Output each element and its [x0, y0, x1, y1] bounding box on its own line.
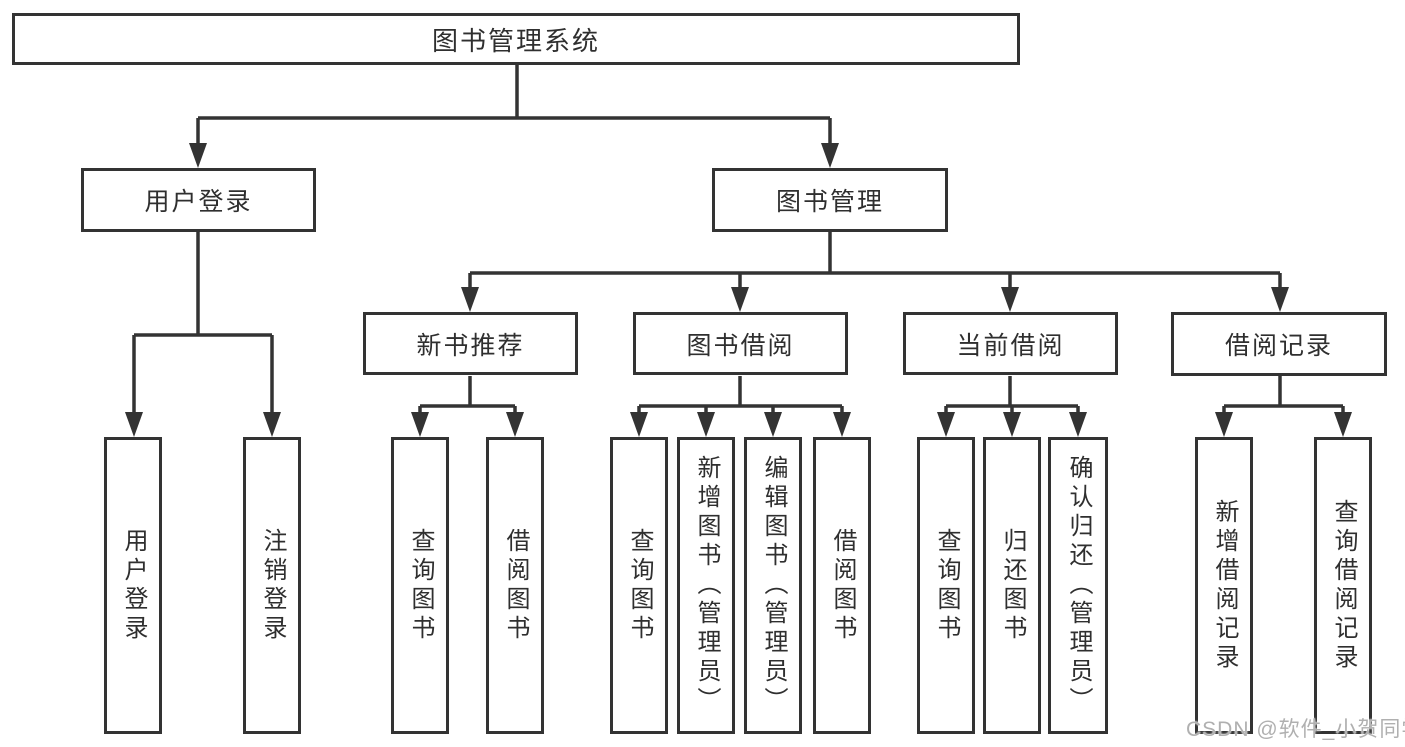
leaf-label: 编辑图书（管理员）	[760, 455, 787, 716]
leaf-edit-books-admin: 编辑图书（管理员）	[744, 437, 802, 734]
leaf-label: 确认归还（管理员）	[1065, 455, 1092, 716]
node-label: 图书借阅	[686, 331, 795, 360]
leaf-label: 查询借阅记录	[1330, 498, 1357, 673]
node-new-book-recommend: 新书推荐	[363, 312, 578, 375]
csdn-watermark: CSDN @软件_小贺同学	[1186, 718, 1405, 741]
leaf-label: 注销登录	[259, 527, 286, 644]
leaf-label: 用户登录	[120, 527, 147, 644]
node-label: 图书管理	[775, 188, 884, 216]
leaf-query-borrow-record: 查询借阅记录	[1314, 437, 1372, 734]
leaf-query-books: 查询图书	[391, 437, 449, 734]
node-borrowing-records: 借阅记录	[1171, 312, 1387, 376]
node-label: 借阅记录	[1224, 332, 1333, 360]
leaf-add-books-admin: 新增图书（管理员）	[677, 437, 735, 734]
leaf-label: 归还图书	[999, 527, 1026, 644]
leaf-query-books: 查询图书	[917, 437, 975, 734]
leaf-label: 查询图书	[933, 527, 960, 644]
leaf-label: 查询图书	[407, 527, 434, 644]
node-label: 当前借阅	[956, 331, 1065, 360]
leaf-confirm-return-admin: 确认归还（管理员）	[1048, 437, 1108, 734]
leaf-borrow-books: 借阅图书	[813, 437, 871, 734]
node-user-login-branch: 用户登录	[81, 168, 316, 232]
leaf-label: 新增图书（管理员）	[693, 455, 720, 716]
leaf-return-books: 归还图书	[983, 437, 1041, 734]
leaf-label: 借阅图书	[829, 527, 856, 644]
leaf-user-login: 用户登录	[104, 437, 162, 734]
node-library-management-system: 图书管理系统	[12, 13, 1020, 65]
leaf-query-books: 查询图书	[610, 437, 668, 734]
leaf-label: 查询图书	[626, 527, 653, 644]
leaf-logout: 注销登录	[243, 437, 301, 734]
node-book-borrowing: 图书借阅	[633, 312, 848, 375]
node-label: 用户登录	[144, 188, 253, 216]
node-book-management-branch: 图书管理	[712, 168, 948, 232]
node-current-borrowing: 当前借阅	[903, 312, 1118, 375]
leaf-label: 新增借阅记录	[1211, 498, 1238, 673]
node-label: 图书管理系统	[431, 25, 600, 56]
node-label: 新书推荐	[416, 331, 525, 360]
leaf-borrow-books: 借阅图书	[486, 437, 544, 734]
leaf-label: 借阅图书	[502, 527, 529, 644]
leaf-add-borrow-record: 新增借阅记录	[1195, 437, 1253, 734]
